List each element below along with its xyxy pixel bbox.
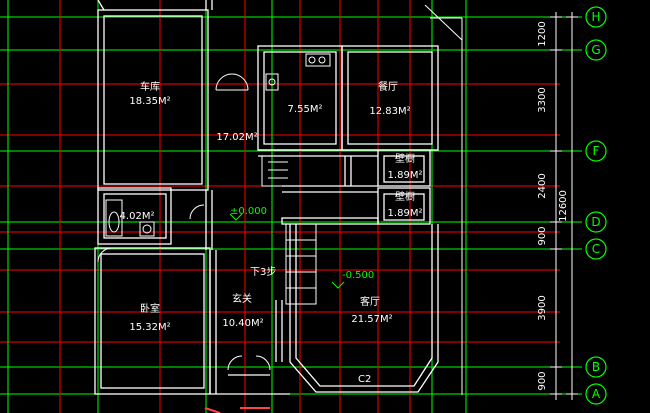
dim-900-lower: 900 [537,371,548,390]
fixtures [105,53,331,237]
axis-label-c: C [592,242,600,256]
room-name-closet-1: 壁橱 [395,152,415,165]
grid-lines [0,0,582,413]
axis-bubble-b [585,356,607,378]
room-name-dining: 餐厅 [378,80,398,93]
room-area-garage: 18.35M² [129,96,170,107]
axis-bubble-d [585,211,607,233]
axis-bubble-f [585,140,607,162]
doors [97,73,271,371]
dim-3300: 3300 [537,87,548,112]
room-area-dining: 12.83M² [369,106,410,117]
room-area-hall: 17.02M² [216,132,257,143]
dimension-lines [550,12,578,400]
room-area-bedroom: 15.32M² [129,322,170,333]
dim-1200: 1200 [537,21,548,46]
axis-bubble-c [585,238,607,260]
axis-label-d: D [591,215,600,229]
entrance-marks [204,407,270,413]
axis-label-a: A [592,387,601,401]
axis-label-f: F [593,144,600,158]
room-area-kitchen: 7.55M² [288,104,323,115]
axis-bubble-h [585,6,607,28]
dim-900-upper: 900 [537,226,548,245]
window-c2-label: C2 [358,374,371,385]
room-area-living: 21.57M² [351,314,392,325]
walls [94,0,439,395]
axis-labels: H G F D C B A [591,10,601,401]
room-name-foyer: 玄关 [232,292,252,305]
room-name-closet-2: 壁橱 [395,190,415,203]
dim-3900: 3900 [537,295,548,320]
axis-bubble-a [585,383,607,405]
level-marker [229,213,345,289]
misc-labels: ±0.000 -0.500 下3步 C2 [230,206,374,385]
room-area-foyer: 10.40M² [222,318,263,329]
axis-bubbles [585,6,607,405]
room-area-closet-2: 1.89M² [388,208,423,219]
level-living-label: -0.500 [342,270,374,281]
dimension-texts: 1200 3300 2400 900 3900 900 12600 [537,21,569,390]
room-name-garage: 车库 [140,80,160,93]
axis-label-g: G [591,43,600,57]
axis-bubble-g [585,39,607,61]
level-main-label: ±0.000 [230,206,267,217]
room-name-bedroom: 卧室 [140,302,160,315]
room-area-closet-1: 1.89M² [388,170,423,181]
axis-label-h: H [591,10,600,24]
stairs-down-label: 下3步 [250,266,276,278]
room-labels: 车库 18.35M² 17.02M² 7.55M² 餐厅 12.83M² 壁橱 … [120,80,423,333]
dim-total: 12600 [558,190,569,222]
roof-outline [424,4,463,395]
dim-2400: 2400 [537,173,548,198]
axis-label-b: B [592,360,600,374]
stairs [261,156,317,305]
room-name-living: 客厅 [360,295,380,308]
room-area-bathroom: 4.02M² [120,211,155,222]
